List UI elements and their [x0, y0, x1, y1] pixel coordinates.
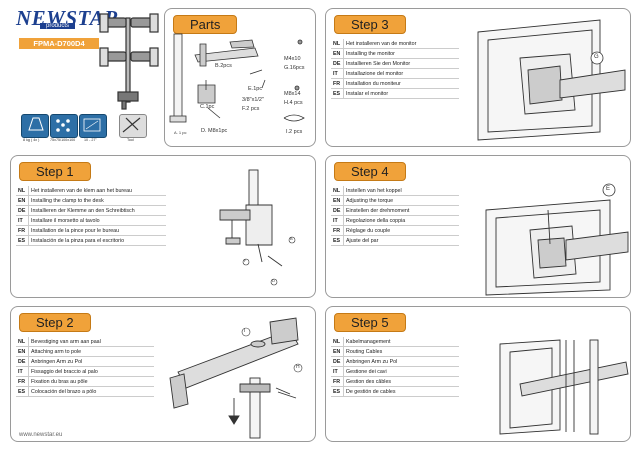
step1-callout-d: D [272, 278, 275, 283]
parts-title: Parts [173, 15, 238, 34]
spec-label-vesa: 75x75/100x100 [50, 138, 76, 142]
part-c-label: C.1pc [200, 104, 215, 110]
part-b-label: B.2pcs [215, 63, 232, 69]
website-url: www.newstar.eu [19, 432, 63, 438]
spec-label-tool: Tool [127, 138, 134, 142]
step1-callout-f: F [244, 258, 247, 263]
part-e-label: E.1pc [248, 86, 263, 92]
step2-callout-h: H [296, 364, 300, 370]
part-h-label: M8x14 H.4 pcs [284, 91, 303, 106]
model-number: FPMA-D700D4 [19, 38, 99, 49]
spec-label-weight: 8 kg ( 4x ) [23, 138, 40, 142]
part-d-label: D. M8x1pc [201, 128, 228, 134]
step4-title: Step 4 [334, 162, 406, 181]
part-i-label: I.2 pcs [286, 129, 303, 135]
step2-callout-i: I [244, 328, 246, 334]
step4-callout-e: E [606, 186, 611, 192]
step3-title: Step 3 [334, 15, 406, 34]
part-g-label: M4x10 G.16pcs [284, 56, 305, 71]
step1-callout-b: B [290, 236, 293, 241]
step3-callout-g: G [594, 54, 599, 60]
part-a-label: A. 1 pc [174, 130, 187, 135]
spec-label-screen: 10 - 27" [84, 138, 97, 142]
step2-title: Step 2 [19, 313, 91, 332]
step5-title: Step 5 [334, 313, 406, 332]
parts-panel: Parts [164, 8, 316, 147]
tool-icon [119, 114, 147, 138]
part-f-label: 3/8"x1/2" F.2 pcs [242, 97, 264, 112]
brand-sub: products [40, 23, 76, 29]
step1-title: Step 1 [19, 162, 91, 181]
